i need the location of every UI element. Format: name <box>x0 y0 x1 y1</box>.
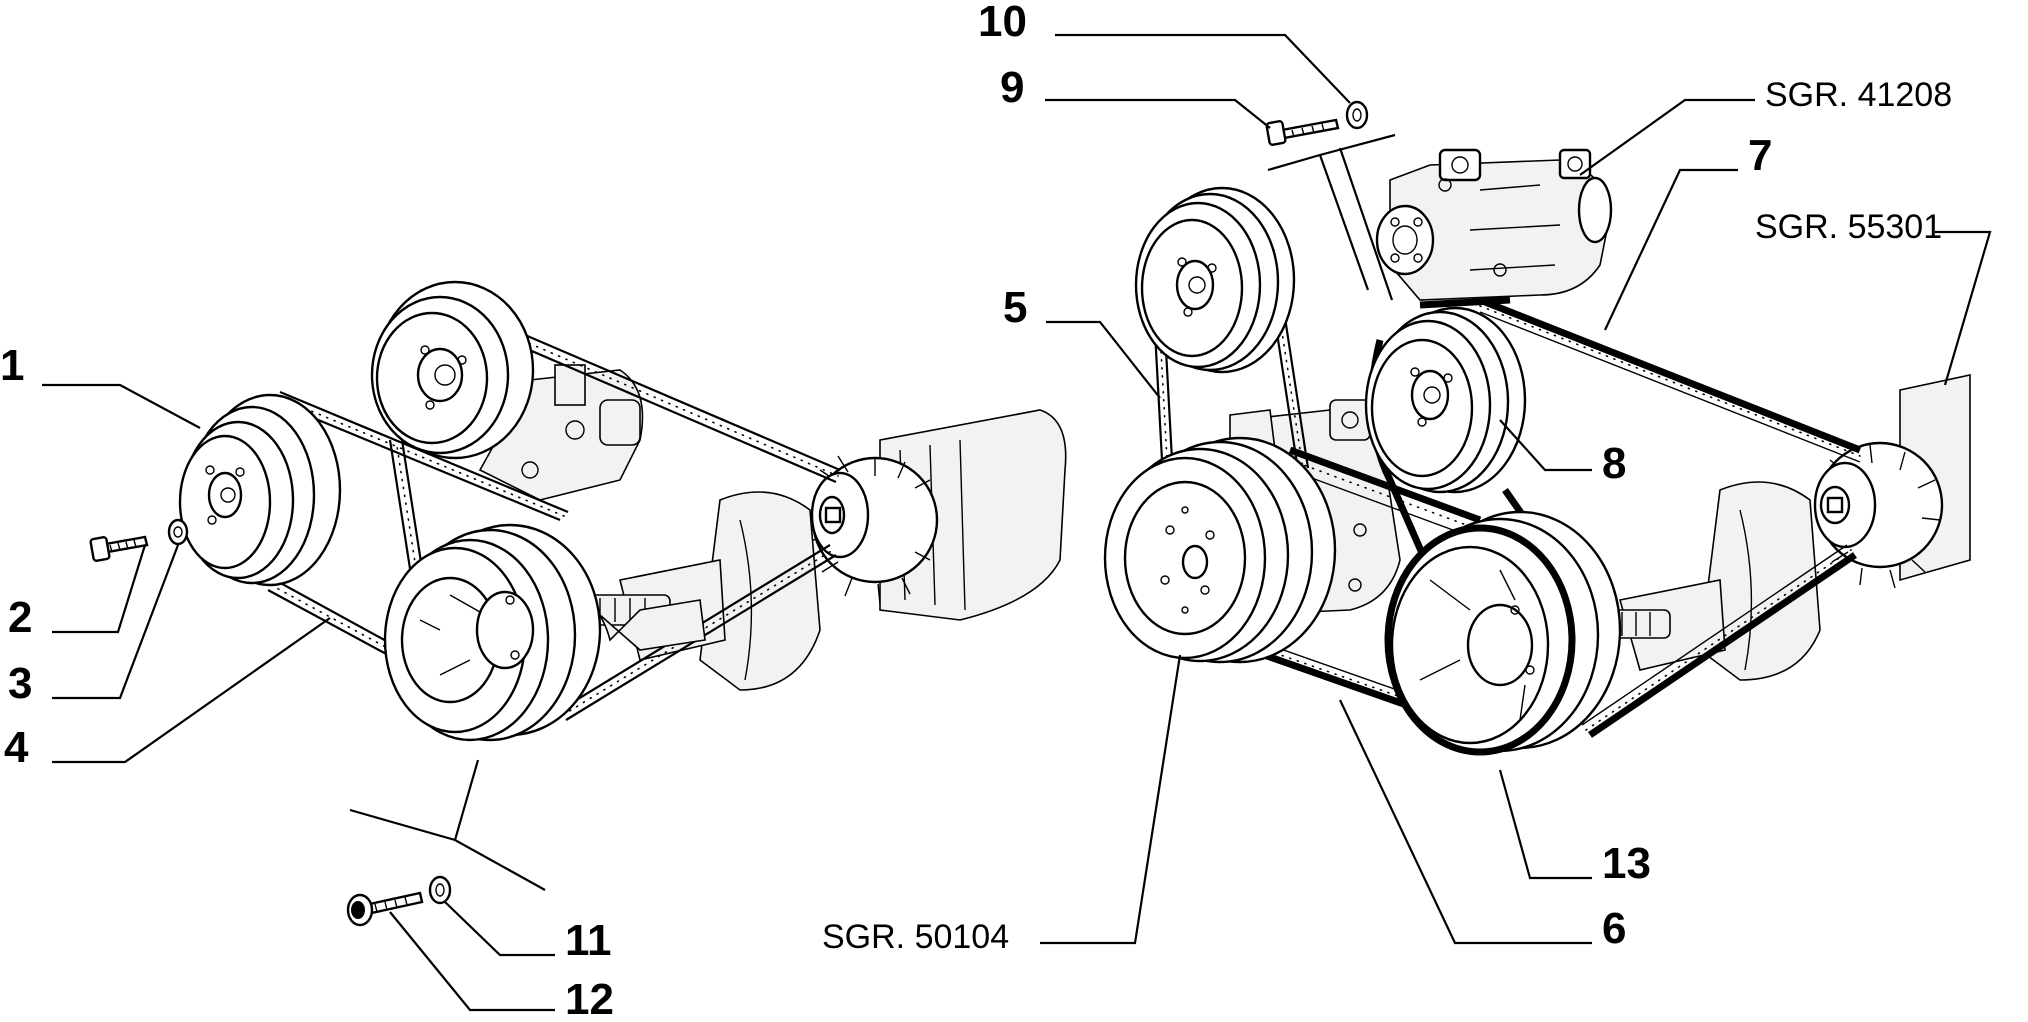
callout-2: 2 <box>8 593 32 642</box>
left-engine-block <box>579 491 821 691</box>
left-assembly <box>89 280 1067 927</box>
callout-10: 10 <box>978 0 1027 46</box>
left-crank-pulley <box>383 523 706 742</box>
callout-5: 5 <box>1003 283 1027 332</box>
right-pulley-8 <box>1364 306 1527 494</box>
right-crank-pulley-13 <box>1384 510 1622 756</box>
reference-sgr-55301: SGR. 55301 <box>1755 208 1942 246</box>
callout-13: 13 <box>1602 839 1651 888</box>
nut-10 <box>1345 100 1369 130</box>
callout-3: 3 <box>8 659 32 708</box>
callout-7: 7 <box>1748 131 1772 180</box>
right-engine-block <box>1589 481 1821 681</box>
ac-compressor-pulley-50104 <box>1103 436 1337 664</box>
leader-lines <box>42 33 1992 1012</box>
reference-sgr-41208: SGR. 41208 <box>1765 76 1952 114</box>
callout-12: 12 <box>565 975 614 1022</box>
left-washer-11 <box>428 875 452 905</box>
callout-labels: 1 2 3 4 5 6 7 8 9 10 11 12 13 SGR. 41208… <box>0 0 1952 1022</box>
left-alternator <box>810 409 1067 621</box>
right-assembly <box>1103 100 1971 756</box>
right-alternator <box>1813 374 1971 589</box>
left-washer-3 <box>167 518 189 546</box>
callout-8: 8 <box>1602 439 1626 488</box>
callout-6: 6 <box>1602 904 1626 953</box>
left-top-pulley <box>370 280 535 460</box>
callout-4: 4 <box>4 723 29 772</box>
right-belt-6 <box>1248 446 1482 719</box>
power-steering-pump-41208 <box>1375 148 1613 301</box>
left-pulley-1 <box>178 393 342 587</box>
left-bolt-12 <box>346 891 424 927</box>
callout-1: 1 <box>0 341 24 390</box>
right-top-pulley <box>1134 186 1296 374</box>
reference-sgr-50104: SGR. 50104 <box>822 918 1009 956</box>
bolt-9 <box>1265 118 1340 146</box>
callout-11: 11 <box>565 916 612 965</box>
left-bolt-2 <box>89 535 149 562</box>
callout-9: 9 <box>1000 63 1024 112</box>
